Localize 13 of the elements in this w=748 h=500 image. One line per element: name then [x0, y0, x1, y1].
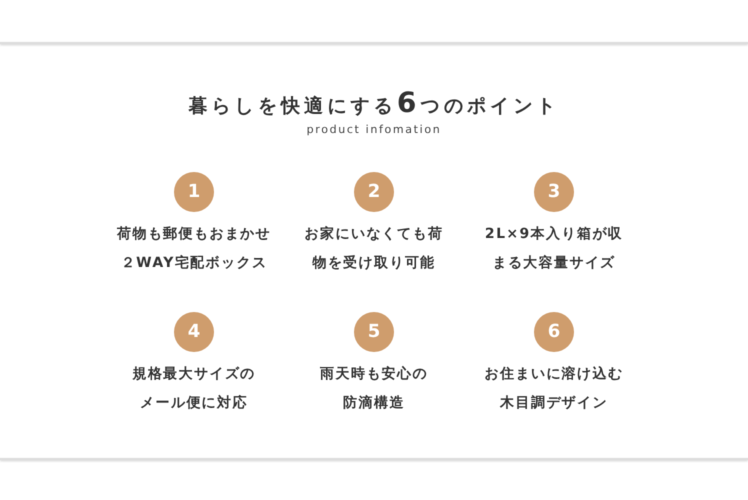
subheading: product infomation [306, 123, 442, 136]
feature-text: 荷物も郵便もおまかせ２WAY宅配ボックス [116, 225, 272, 273]
number-circle: 3 [534, 172, 574, 212]
number-circle: 1 [174, 172, 214, 212]
feature-text: 2L×9本入り箱が収まる大容量サイズ [484, 225, 624, 273]
number-circle: 5 [354, 312, 394, 352]
feature-text: お家にいなくても荷物を受け取り可能 [304, 224, 444, 273]
feature-text: お住まいに溶け込む木目調デザイン [484, 364, 624, 413]
number-circle: 4 [174, 312, 214, 352]
feature-text: 雨天時も安心の防滴構造 [319, 364, 429, 413]
number-circle: 6 [534, 312, 574, 352]
number-circle: 2 [354, 172, 394, 212]
feature-text: 規格最大サイズのメール便に対応 [131, 365, 257, 413]
